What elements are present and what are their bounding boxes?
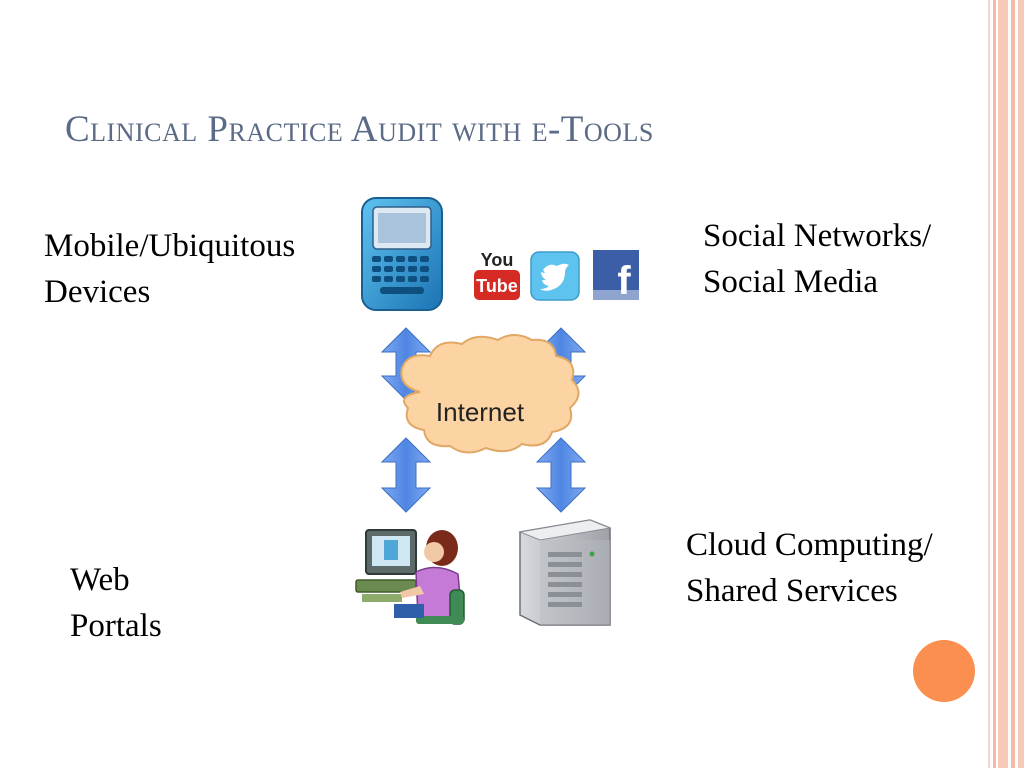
decorative-stripes [980,0,1024,768]
accent-dot [913,640,975,702]
social-label-line2: Social Media [703,264,879,300]
server-icon [518,519,612,626]
youtube-tube-text: Tube [476,276,518,296]
twitter-icon [530,251,580,301]
cloud-icon: Internet [400,334,580,454]
facebook-f-text: f [617,259,631,303]
mobile-label-line2: Devices [44,274,151,310]
web-portals-label: Web Portals [70,557,162,649]
arrow-web-internet [380,437,432,513]
arrow-cloud-internet [535,437,587,513]
social-label-line1: Social Networks/ [703,218,932,254]
cloud-label-line2: Shared Services [686,573,898,609]
stripe [1011,0,1015,768]
internet-label: Internet [436,397,525,427]
youtube-icon: You Tube [474,250,520,300]
web-label-line1: Web [70,562,130,598]
slide-title: Clinical Practice Audit with e-Tools [65,109,654,150]
mobile-devices-label: Mobile/Ubiquitous Devices [44,223,295,315]
stripe [998,0,1008,768]
stripe [988,0,990,768]
mobile-label-line1: Mobile/Ubiquitous [44,228,296,264]
stripe [1018,0,1024,768]
youtube-you-text: You [481,250,514,270]
smartphone-icon [361,197,443,311]
stripe [993,0,996,768]
social-media-label: Social Networks/ Social Media [703,213,931,305]
facebook-icon: f [593,250,639,303]
user-at-computer-icon [355,529,465,625]
cloud-computing-label: Cloud Computing/ Shared Services [686,522,933,614]
web-label-line2: Portals [70,608,162,644]
cloud-label-line1: Cloud Computing/ [686,527,933,563]
